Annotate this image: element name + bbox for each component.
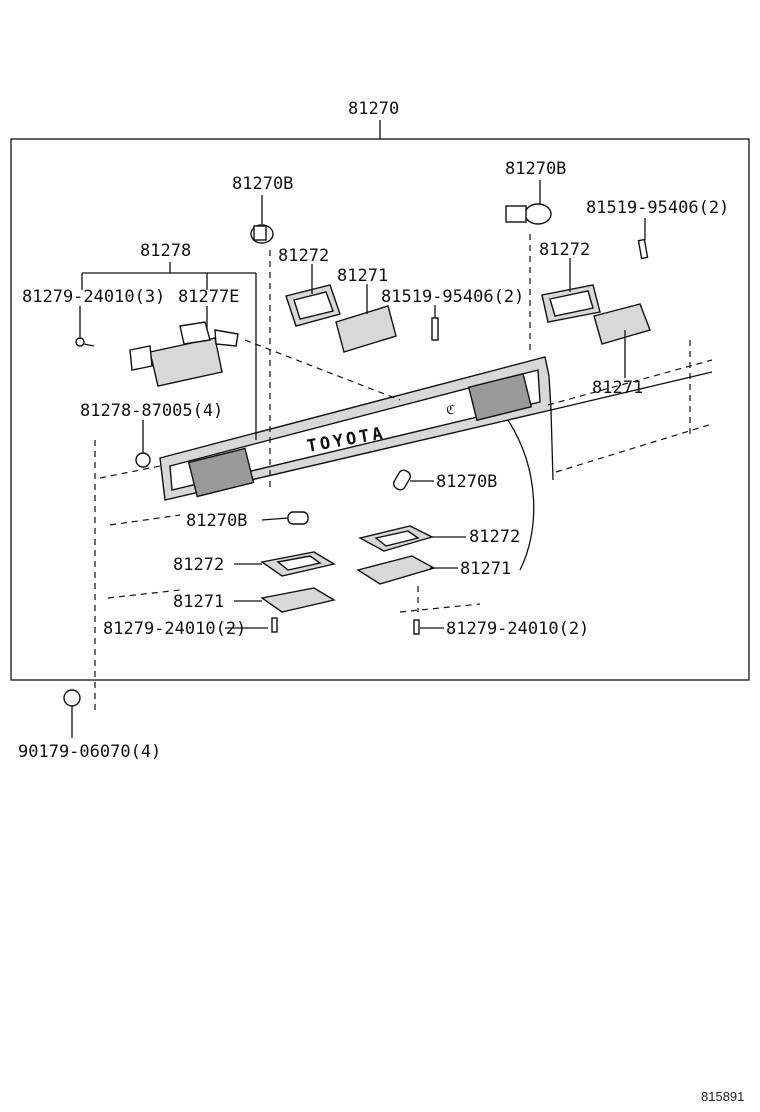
gasket-lower-right xyxy=(358,525,434,552)
gasket-upper-left xyxy=(285,284,341,327)
bulb-upper-right xyxy=(505,203,552,225)
lens-upper-left xyxy=(335,305,397,353)
label-screw-upper-left: 81279-24010(3) xyxy=(22,287,165,307)
label-base-left: 81278 xyxy=(140,241,191,261)
label-screw-lower-left: 81279-24010(2) xyxy=(103,619,246,639)
label-gasket-lower-left: 81272 xyxy=(173,555,224,575)
label-gasket-upper-left: 81272 xyxy=(278,246,329,266)
label-lens-lower-left: 81271 xyxy=(173,592,224,612)
socket-alignment-line xyxy=(244,339,401,401)
lens-lower-right xyxy=(356,555,436,585)
lens-lower-left xyxy=(260,587,336,613)
label-bulb-upper-left: 81270B xyxy=(232,174,293,194)
drawing-number: 815891 xyxy=(701,1089,744,1104)
label-bulb-upper-right: 81270B xyxy=(505,159,566,179)
label-gasket-upper-right: 81272 xyxy=(539,240,590,260)
label-nut-left: 81278-87005(4) xyxy=(80,401,223,421)
bulb-upper-left xyxy=(250,224,274,244)
screw-mid xyxy=(431,317,439,341)
right-lamp-opening xyxy=(467,372,533,422)
label-socket-left: 81277E xyxy=(178,287,239,307)
label-lens-upper-left: 81271 xyxy=(337,266,388,286)
screw-upper-right xyxy=(637,238,649,260)
lens-upper-right xyxy=(593,303,651,345)
bulb-lower-left xyxy=(287,511,309,525)
gasket-lower-left xyxy=(260,551,336,577)
label-screw-upper-right: 81519-95406(2) xyxy=(586,198,729,218)
left-lamp-opening xyxy=(187,447,255,498)
socket-assembly-left xyxy=(129,321,239,387)
bulb-center xyxy=(392,469,412,491)
label-gasket-lower-right: 81272 xyxy=(469,527,520,547)
nut-left xyxy=(135,452,151,468)
screw-lower-left xyxy=(271,617,278,633)
label-lens-lower-right: 81271 xyxy=(460,559,511,579)
gasket-upper-right xyxy=(541,284,601,323)
nut-outside xyxy=(63,689,81,707)
emblem-mark: ℭ xyxy=(446,402,455,417)
label-bulb-lower-left: 81270B xyxy=(186,511,247,531)
garnish-panel: TOYOTA ℭ xyxy=(159,340,713,501)
label-screw-mid: 81519-95406(2) xyxy=(381,287,524,307)
label-assembly: 81270 xyxy=(348,99,399,119)
label-lens-upper-right: 81271 xyxy=(592,378,643,398)
label-nut-outside: 90179-06070(4) xyxy=(18,742,161,762)
screw-upper-left xyxy=(75,337,95,347)
leader-lines xyxy=(71,180,646,738)
screw-lower-right xyxy=(413,619,420,635)
label-bulb-center: 81270B xyxy=(436,472,497,492)
label-screw-lower-right: 81279-24010(2) xyxy=(446,619,589,639)
